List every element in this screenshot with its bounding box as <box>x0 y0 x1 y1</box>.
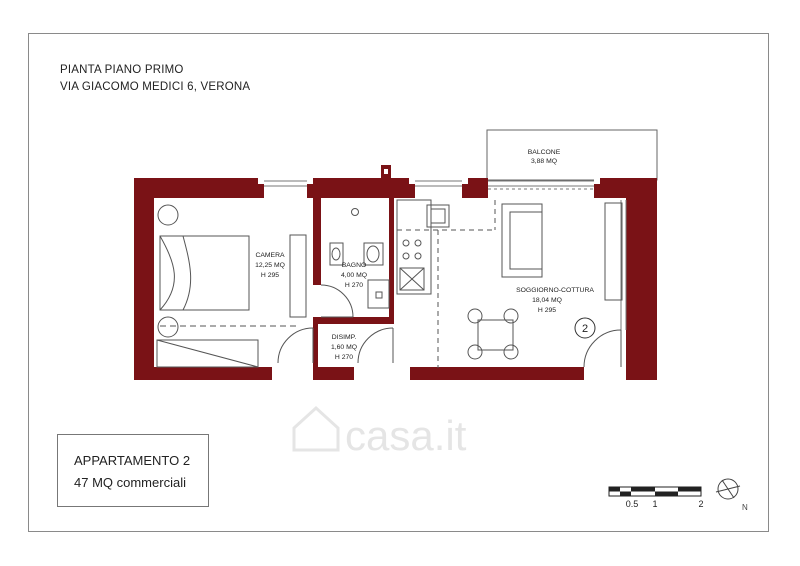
dining-table <box>467 308 519 360</box>
watermark: casa.it <box>292 405 467 459</box>
north-arrow-icon: N <box>715 478 748 512</box>
soggiorno-height: H 295 <box>538 307 556 314</box>
soggiorno-label: SOGGIORNO-COTTURA <box>516 287 594 294</box>
disimp-height: H 270 <box>335 354 353 361</box>
sofa <box>501 203 543 278</box>
disimp-door <box>357 327 394 364</box>
scale-bar: 0.5 1 2 <box>608 486 704 509</box>
camera-furniture <box>156 204 307 368</box>
bathroom-fixtures <box>320 208 390 318</box>
camera-label: CAMERA <box>255 252 285 259</box>
kitchen-unit <box>396 199 496 368</box>
unit-marker <box>574 317 596 339</box>
apartment-box: APPARTAMENTO 2 47 MQ commerciali <box>57 434 209 507</box>
windows <box>264 180 627 330</box>
scale-label-one: 1 <box>652 499 657 509</box>
apartment-name: APPARTAMENTO 2 <box>74 453 191 468</box>
soggiorno-area: 18,04 MQ <box>532 297 562 304</box>
scale-label-half: 0.5 <box>626 499 639 509</box>
plan-address: VIA GIACOMO MEDICI 6, VERONA <box>60 81 251 93</box>
bagno-area: 4,00 MQ <box>341 272 367 279</box>
disimp-label: DISIMP. <box>332 334 357 341</box>
camera-door <box>277 327 314 364</box>
entry-door <box>583 329 622 368</box>
bagno-height: H 270 <box>345 282 363 289</box>
plan-title: PIANTA PIANO PRIMO <box>60 64 184 76</box>
sheet-frame <box>28 33 769 532</box>
interior-walls <box>313 198 394 380</box>
apartment-area: 47 MQ commerciali <box>74 475 186 490</box>
exterior-walls <box>134 178 657 380</box>
balcony-area: 3,88 MQ <box>531 158 557 165</box>
wardrobe <box>604 202 623 301</box>
scale-label-two: 2 <box>698 499 703 509</box>
disimp-area: 1,60 MQ <box>331 344 357 351</box>
bagno-label: BAGNO <box>342 262 367 269</box>
balcony-outline <box>486 129 658 181</box>
camera-area: 12,25 MQ <box>255 262 285 269</box>
north-label: N <box>742 503 748 512</box>
unit-marker-number: 2 <box>582 323 588 335</box>
balcony-label: BALCONE <box>528 149 561 156</box>
camera-height: H 295 <box>261 272 279 279</box>
watermark-text: casa.it <box>345 412 467 459</box>
